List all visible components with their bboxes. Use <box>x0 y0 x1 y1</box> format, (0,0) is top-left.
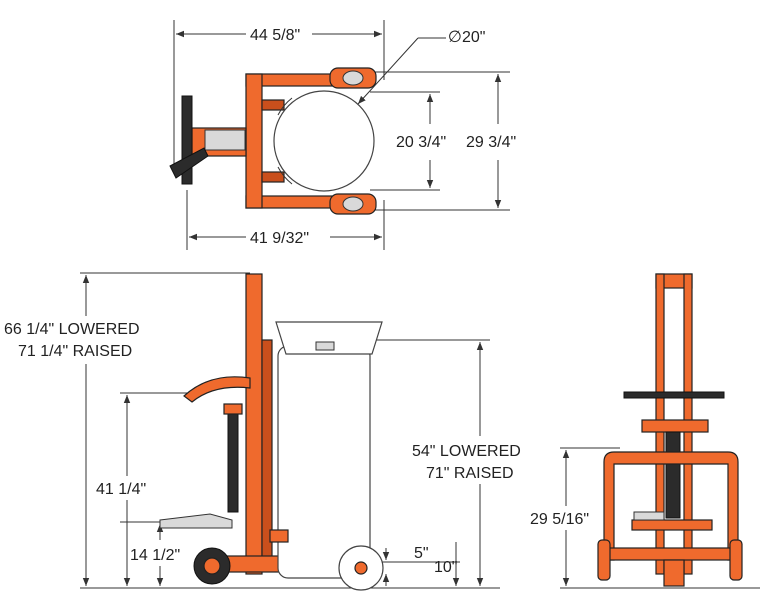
dim-ground-clearance: 10" <box>434 559 457 576</box>
dim-top-width: 44 5/8" <box>250 27 300 44</box>
dim-front-height: 29 5/16" <box>530 511 589 528</box>
front-view: 29 5/16" <box>530 273 760 589</box>
dim-drum-diameter: ∅20" <box>448 29 485 46</box>
dim-handle-height: 41 1/4" <box>96 481 146 498</box>
dim-lift-raised: 71" RAISED <box>426 465 514 482</box>
dim-outer-width: 29 3/4" <box>466 134 516 151</box>
dim-height-lowered: 66 1/4" LOWERED <box>4 321 140 338</box>
dim-height-raised: 71 1/4" RAISED <box>18 343 132 360</box>
dim-pedal-height: 14 1/2" <box>130 547 180 564</box>
dim-inner-width: 20 3/4" <box>396 134 446 151</box>
dim-wheel: 5" <box>414 545 429 562</box>
drum-top <box>273 90 375 192</box>
drum-side <box>277 345 371 579</box>
dim-lift-lowered: 54" LOWERED <box>412 443 521 460</box>
side-view: 66 1/4" LOWERED 71 1/4" RAISED 41 1/4" 1… <box>4 272 500 591</box>
top-view: 44 5/8" ∅20" 20 3/4" 29 3/4" 41 9/32" <box>169 20 516 250</box>
dim-base-length: 41 9/32" <box>250 230 309 247</box>
